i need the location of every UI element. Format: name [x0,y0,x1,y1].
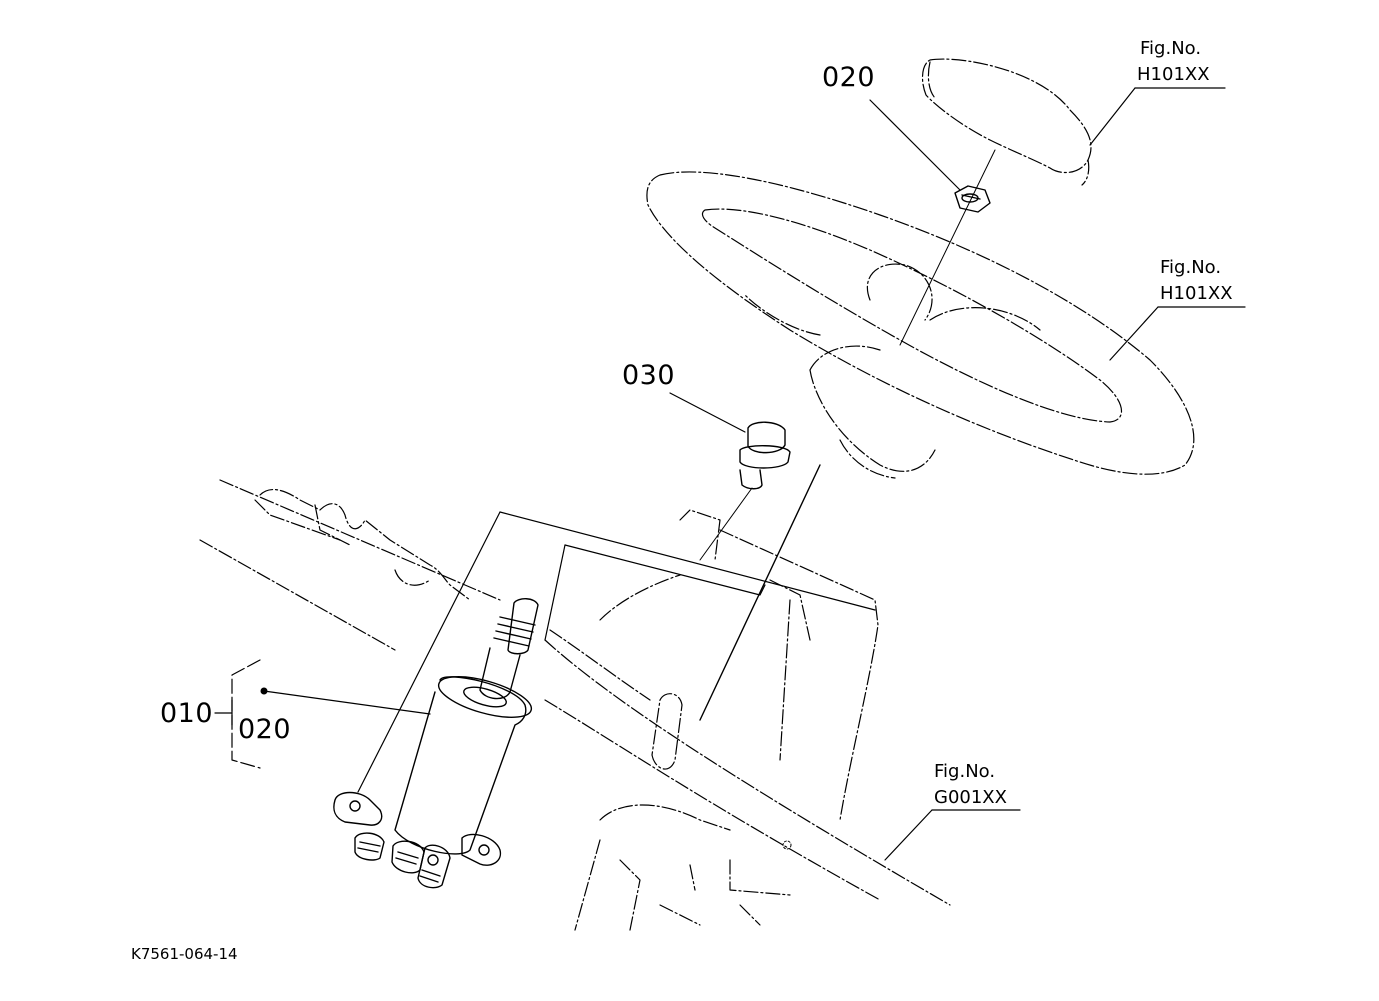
drawing-code: K7561-064-14 [131,945,238,963]
fig-ref-frame-caption: Fig.No. [934,761,996,782]
leader-lines [214,87,1246,861]
bolt-030 [739,421,791,490]
lower-frame [544,639,951,931]
callout-010-unit: 010 [160,698,214,729]
axis-line [899,149,996,346]
callout-020-group: 020 [238,714,292,745]
fig-ref-frame-code[interactable]: G001XX [934,787,1007,808]
callout-020-nut: 020 [822,62,876,93]
column-shaft [699,464,821,721]
left-rail [199,479,501,651]
leader-dot [260,687,268,695]
fig-ref-wheel-code[interactable]: H101XX [1160,283,1233,304]
steering-wheel [646,171,1195,479]
steering-cap [921,58,1092,186]
fig-ref-cap-caption: Fig.No. [1140,38,1202,59]
dashboard-panel [357,509,879,821]
frame-hole [782,840,792,850]
fig-ref-cap-code[interactable]: H101XX [1137,64,1210,85]
callout-030-bolt: 030 [622,360,676,391]
fig-ref-wheel-caption: Fig.No. [1160,257,1222,278]
power-steering-unit [333,598,539,889]
